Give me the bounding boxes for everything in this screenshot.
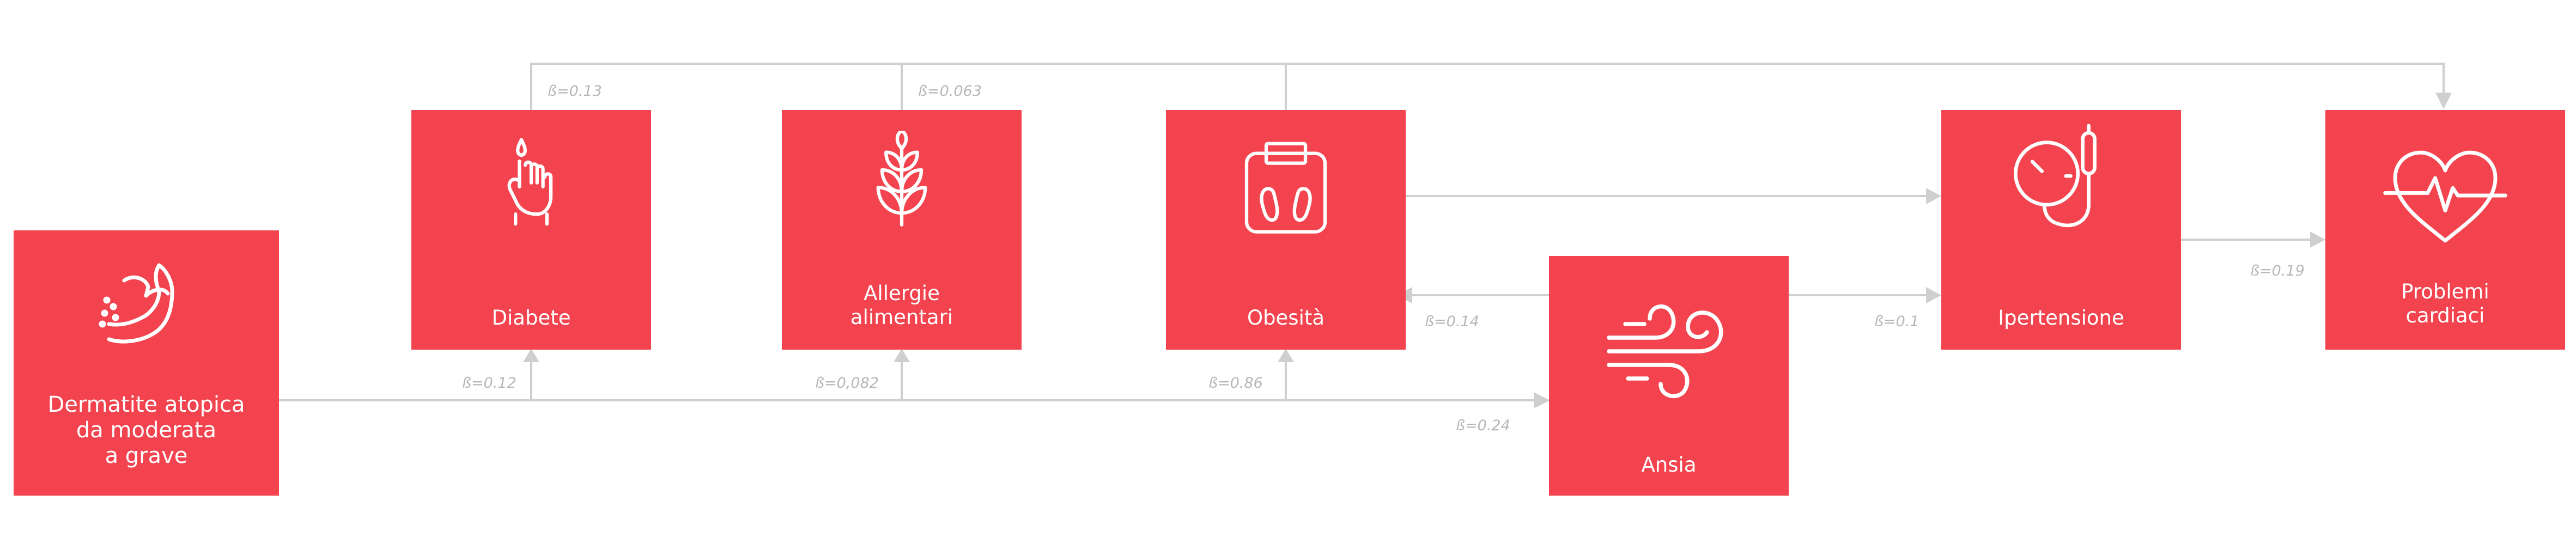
node-label-ansia: Ansia [1641, 453, 1697, 477]
arrowhead-ansia [1534, 392, 1550, 408]
node-ipertensione: Ipertensione [1941, 110, 2181, 350]
edge-label-ipertensione-problemi: ß=0.19 [2250, 263, 2305, 279]
node-dermatite: Dermatite atopica da moderata a grave [14, 230, 279, 496]
node-label-dermatite: Dermatite atopica da moderata a grave [47, 392, 245, 468]
blood-pressure-gauge-icon [2014, 124, 2097, 228]
edge-label-dermatite-obesita: ß=0.86 [1208, 375, 1263, 392]
edge-label-dermatite-allergie: ß=0,082 [815, 375, 879, 392]
node-allergie: Allergie alimentari [782, 110, 1022, 350]
node-label-allergie: Allergie alimentari [850, 282, 953, 329]
node-label-diabete: Diabete [491, 306, 571, 329]
finger-blood-drop-icon [507, 138, 553, 226]
arrowhead-problemi-top [2435, 93, 2452, 109]
edge-label-dermatite-ansia: ß=0.24 [1456, 417, 1510, 434]
arrowhead-ipertensione-bottom [1926, 287, 1941, 303]
scale-icon [1244, 142, 1327, 234]
wheat-icon [876, 131, 927, 227]
node-problemi: Problemi cardiaci [2325, 110, 2565, 350]
edge-label-allergie-problemi: ß=0.063 [918, 83, 982, 100]
wind-icon [1607, 304, 1723, 399]
edge-label-diabete-problemi: ß=0.13 [548, 83, 602, 100]
node-ansia: Ansia [1549, 256, 1789, 496]
edge-top-line [530, 63, 2445, 110]
node-label-ipertensione: Ipertensione [1998, 306, 2124, 329]
arrowhead-diabete [523, 349, 539, 362]
node-label-problemi: Problemi cardiaci [2401, 280, 2489, 327]
arrowhead-obesita [1278, 349, 1294, 362]
edge-label-ansia-obesita: ß=0.14 [1425, 313, 1479, 330]
arm-skin-icon [99, 263, 174, 344]
arrowhead-allergie [894, 349, 910, 362]
node-diabete: Diabete [411, 110, 651, 350]
arrowhead-ipertensione-top [1926, 188, 1941, 204]
heart-ecg-icon [2383, 150, 2507, 243]
arrowhead-problemi-left [2310, 231, 2325, 248]
edge-label-dermatite-diabete: ß=0.12 [462, 375, 517, 392]
node-obesita: Obesità [1166, 110, 1406, 350]
node-label-obesita: Obesità [1247, 306, 1325, 329]
edge-label-ansia-ipertensione: ß=0.1 [1874, 313, 1919, 330]
